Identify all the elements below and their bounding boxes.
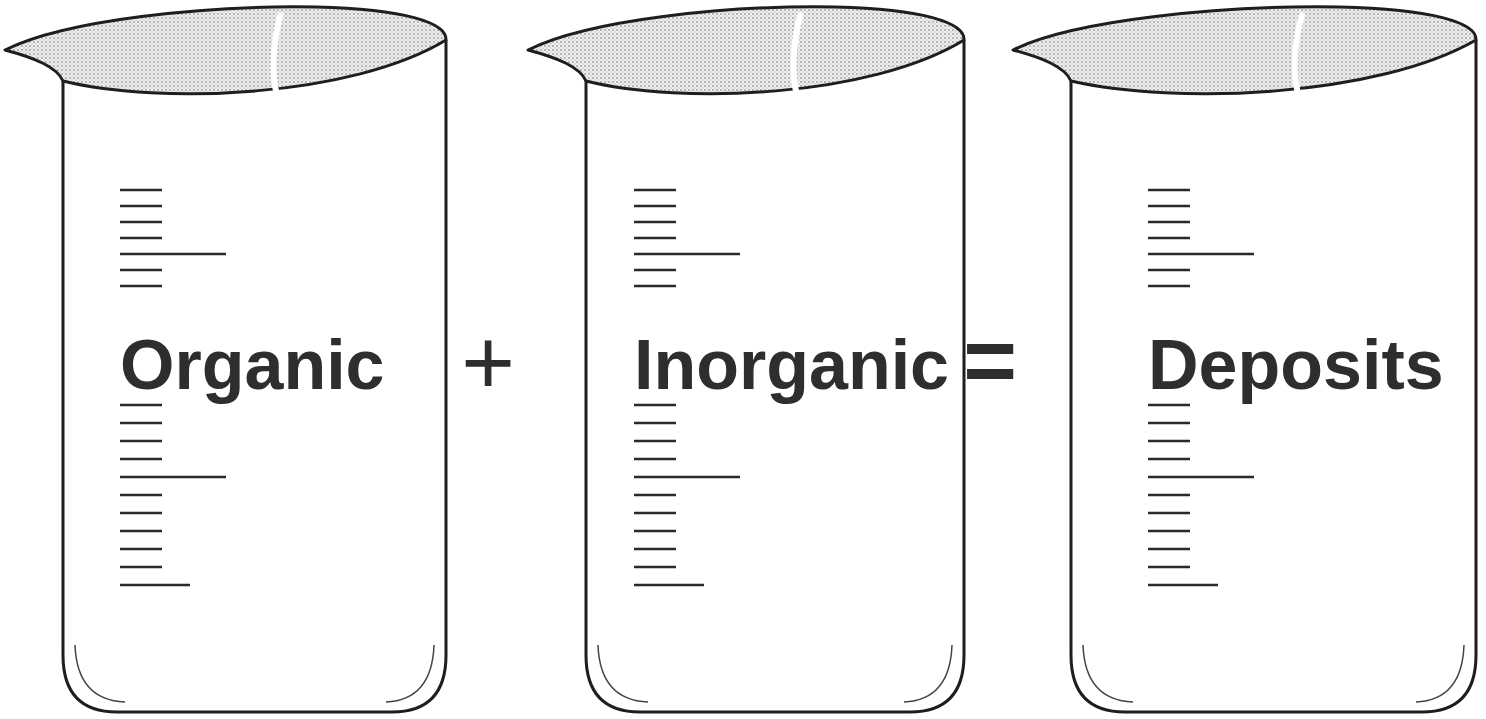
glass-shading [598,645,648,702]
glass-highlight [794,13,801,93]
beaker: Deposits [1013,5,1480,715]
beaker-mouth [528,7,964,94]
operator-sign: = [963,314,1017,406]
beaker-mouth [1013,7,1476,94]
glass-shading [1416,645,1464,702]
beaker-body [1071,40,1476,712]
glass-shading [75,645,125,702]
beaker: Organic [5,5,450,715]
beaker-label: Inorganic [634,330,949,400]
beaker-body [63,40,446,712]
glass-highlight [1295,13,1303,93]
operator-sign: + [461,316,515,408]
beaker-label: Organic [120,330,385,400]
beaker-mouth [5,7,446,94]
glass-highlight [274,13,281,93]
glass-shading [386,645,434,702]
beaker: Inorganic [528,5,968,715]
beaker-body [586,40,964,712]
glass-shading [1083,645,1133,702]
glass-shading [904,645,952,702]
beaker-label: Deposits [1148,330,1444,400]
